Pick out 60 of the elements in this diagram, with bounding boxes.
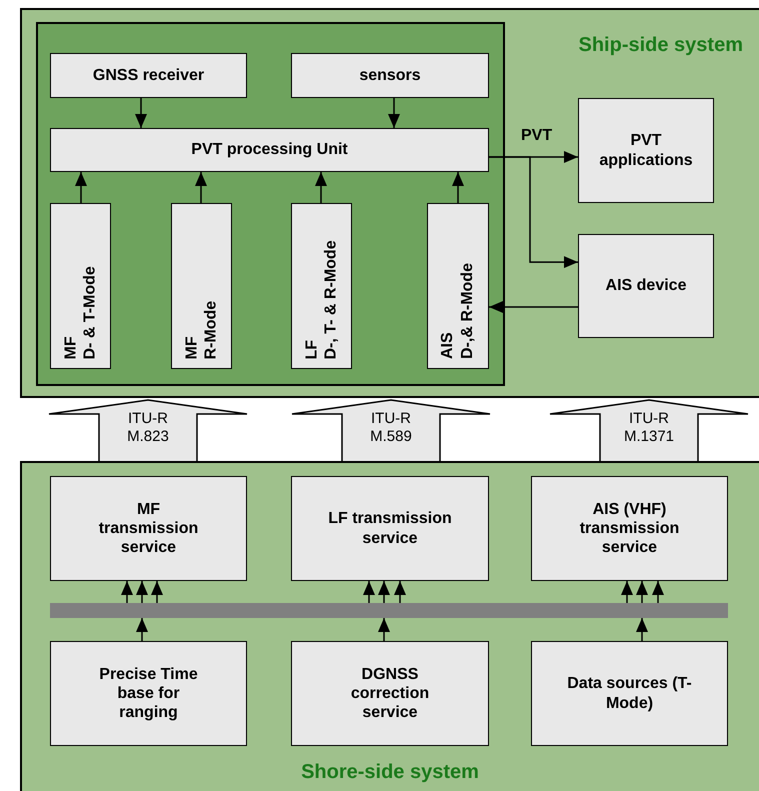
receiver-box <box>291 203 352 369</box>
arrow <box>378 618 390 641</box>
arrow <box>363 581 375 603</box>
process-box <box>50 128 489 172</box>
process-box <box>291 476 489 581</box>
box-label: AIS (VHF) transmission service <box>578 500 680 558</box>
box-label: PVT processing Unit <box>190 140 349 160</box>
arrow <box>636 618 648 641</box>
process-box <box>291 641 489 746</box>
box-label: D-, T- & R-Mode <box>321 240 340 359</box>
box-label: MF transmission service <box>98 500 200 558</box>
box-label: Precise Time base for ranging <box>98 664 199 722</box>
box-label: LF transmission service <box>327 509 453 548</box>
box-label: R-Mode <box>201 300 220 359</box>
box-label: Data sources (T-Mode) <box>566 674 693 713</box>
unit-panel <box>36 22 505 386</box>
process-box <box>291 53 489 98</box>
receiver-box <box>171 203 232 369</box>
arrow <box>195 172 207 203</box>
arrow <box>394 581 406 603</box>
arrow <box>388 98 400 128</box>
box-label: GNSS receiver <box>92 66 206 86</box>
process-box <box>50 641 247 746</box>
receiver-box <box>427 203 489 369</box>
box-label: PVT applications <box>598 131 694 170</box>
box-label: sensors <box>358 66 422 86</box>
system-panel <box>20 8 759 398</box>
system-panel <box>20 461 759 791</box>
receiver-box <box>50 203 111 369</box>
arrow <box>315 172 327 203</box>
box-label: AIS device <box>604 276 688 296</box>
process-box <box>50 53 247 98</box>
box-label: AIS <box>438 332 458 359</box>
process-box <box>531 641 728 746</box>
arrow <box>636 581 648 603</box>
arrow <box>75 172 87 203</box>
arrow <box>652 581 664 603</box>
process-box <box>578 98 714 203</box>
arrow <box>489 301 578 313</box>
system-title: Ship-side system <box>578 34 743 57</box>
arrow <box>151 581 163 603</box>
arrow <box>621 581 633 603</box>
arrow <box>452 172 464 203</box>
box-label: DGNSS correction service <box>350 664 430 722</box>
box-label: MF <box>60 336 80 359</box>
arrow <box>135 98 147 128</box>
system-title: Shore-side system <box>300 761 480 784</box>
box-label: D- & T-Mode <box>80 266 99 359</box>
arrow <box>136 618 148 641</box>
bus-bar <box>50 603 728 618</box>
arrow <box>121 581 133 603</box>
process-box <box>578 234 714 338</box>
arrow <box>489 156 578 268</box>
box-label: LF <box>302 339 321 359</box>
process-box <box>50 476 247 581</box>
process-box <box>531 476 728 581</box>
arrow <box>136 581 148 603</box>
box-label: D-,& R-Mode <box>458 263 476 359</box>
box-label: MF <box>182 336 201 359</box>
arrow <box>378 581 390 603</box>
